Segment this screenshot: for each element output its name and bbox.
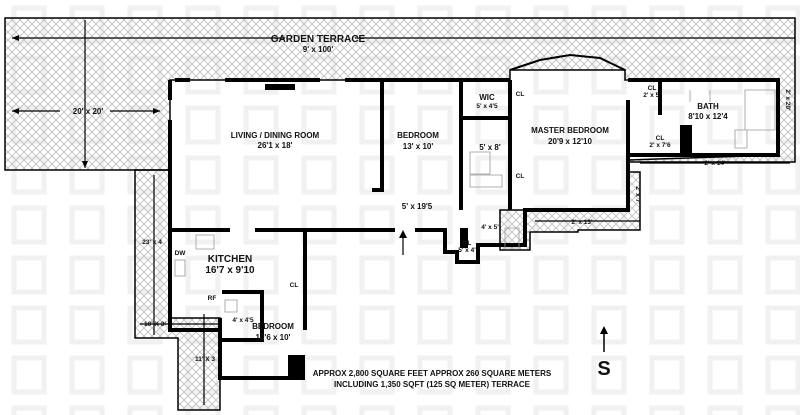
bath-size: 8'10 x 12'4 bbox=[688, 112, 728, 121]
area-terrace-note: INCLUDING 1,350 SQFT (125 SQ METER) TERR… bbox=[334, 380, 531, 389]
cl-master-a: CL bbox=[516, 91, 525, 98]
kitchen-size: 16'7 x 9'10 bbox=[205, 265, 255, 276]
bedroom2-size: 10'6 x 10' bbox=[256, 333, 291, 342]
compass-label: S bbox=[597, 358, 610, 380]
bedroom1-size: 13' x 10' bbox=[403, 142, 434, 151]
cl-master-b: CL bbox=[516, 173, 525, 180]
dimension-lines bbox=[12, 20, 795, 405]
strip-bottom: 11' X 3 bbox=[195, 356, 215, 363]
terrace-corner-size: 20' x 20' bbox=[73, 107, 104, 116]
wic-size: 5' x 4'5 bbox=[476, 103, 498, 110]
cl-bath-b-size: 2' x 7'6 bbox=[649, 142, 671, 149]
master-bedroom-size: 20'9 x 12'10 bbox=[548, 137, 592, 146]
strip-right-small: 2' x 7' bbox=[634, 186, 641, 204]
strip-right-vertical: 2' x 20' bbox=[784, 89, 791, 111]
powder-size: 4' x 5' bbox=[481, 224, 499, 231]
terrace-title: GARDEN TERRACE bbox=[271, 34, 366, 45]
bath1-size: 5' x 8' bbox=[479, 143, 501, 152]
area-summary: APPROX 2,800 SQUARE FEET APPROX 260 SQUA… bbox=[313, 369, 552, 378]
terrace-size: 9' x 100' bbox=[303, 45, 334, 54]
living-room-size: 26'1 x 18' bbox=[258, 141, 293, 150]
wic-name: WIC bbox=[479, 93, 495, 102]
cl-bath-a-name: CL bbox=[648, 85, 657, 92]
bath-name: BATH bbox=[697, 102, 719, 111]
strip-right-bath: 2' x 14' bbox=[704, 160, 726, 167]
bedroom2-name: BEDROOM bbox=[252, 322, 294, 331]
strip-lower-right: 2' x 13' bbox=[571, 219, 593, 226]
bath2-size: 4' x 4'5 bbox=[232, 317, 254, 324]
cl-bath-a-size: 2' x 5' bbox=[643, 92, 661, 99]
north-arrow-icon bbox=[600, 326, 608, 352]
dishwasher-label: DW bbox=[175, 250, 187, 257]
cl-hall-name: CL bbox=[463, 240, 472, 247]
strip-left-vertical: 23' x 4 bbox=[142, 239, 162, 246]
kitchen-name: KITCHEN bbox=[208, 254, 252, 265]
strip-left-bottom: 10' X 3' bbox=[144, 321, 166, 328]
master-bedroom-name: MASTER BEDROOM bbox=[531, 126, 609, 135]
hall-size: 5' x 19'5 bbox=[402, 202, 433, 211]
walls bbox=[168, 53, 780, 380]
cl-hall-size: 5' x 4' bbox=[458, 247, 476, 254]
bedroom1-name: BEDROOM bbox=[397, 131, 439, 140]
living-room-name: LIVING / DINING ROOM bbox=[231, 131, 320, 140]
cl-kitchen: CL bbox=[290, 282, 299, 289]
cl-bath-b-name: CL bbox=[656, 135, 665, 142]
refrigerator-label: RF bbox=[208, 295, 217, 302]
